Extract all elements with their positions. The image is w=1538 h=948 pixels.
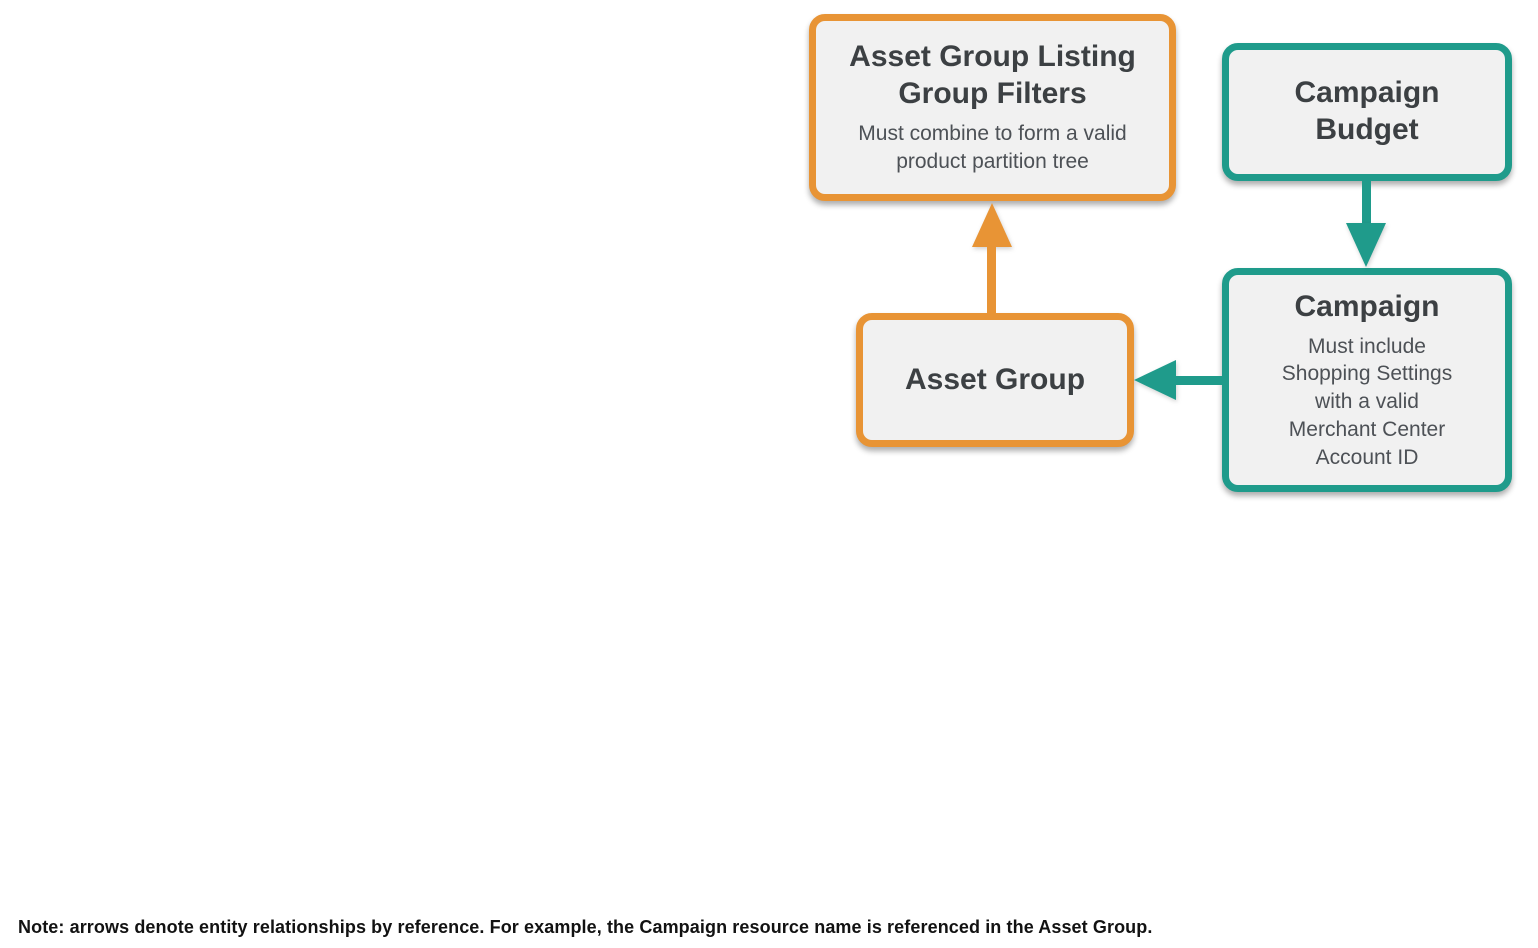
arrow-shaft: [987, 243, 996, 313]
node-campaign: Campaign Must include Shopping Settings …: [1222, 268, 1512, 492]
node-title: Campaign: [1294, 289, 1440, 323]
node-title: Asset Group: [904, 362, 1086, 396]
node-title: Campaign Budget: [1294, 76, 1440, 146]
arrow-down-icon: [1346, 223, 1386, 267]
node-subtitle: Must include Shopping Settings with a va…: [1281, 334, 1453, 469]
arrow-left-icon: [1134, 360, 1176, 400]
arrow-up-icon: [972, 203, 1012, 247]
node-asset-group: Asset Group: [856, 313, 1134, 447]
footnote: Note: arrows denote entity relationships…: [18, 917, 1153, 937]
arrow-shaft: [1172, 376, 1222, 385]
node-campaign-budget: Campaign Budget: [1222, 43, 1512, 181]
node-asset-group-listing-group-filters: Asset Group Listing Group Filters Must c…: [809, 14, 1176, 201]
arrow-shaft: [1362, 181, 1371, 227]
node-subtitle: Must combine to form a valid product par…: [858, 122, 1127, 173]
node-title: Asset Group Listing Group Filters: [849, 40, 1136, 111]
